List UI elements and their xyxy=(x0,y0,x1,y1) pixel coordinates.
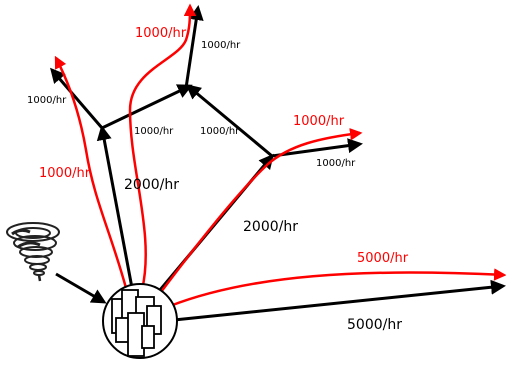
label-black-mid-right: 1000/hr xyxy=(200,126,240,137)
edge-hazard-to-origin xyxy=(55,272,107,304)
edge-top-junction-to-top xyxy=(184,5,204,89)
evac-path-bottom-right xyxy=(169,268,506,308)
label-black-top: 1000/hr xyxy=(201,40,241,51)
label-black-right-upper: 1000/hr xyxy=(316,158,356,169)
edge-origin-to-left-junction xyxy=(96,125,134,289)
evac-path-top xyxy=(128,3,197,291)
edge-right-junction-to-top-junction xyxy=(185,84,273,158)
label-black-mid-left: 1000/hr xyxy=(134,126,174,137)
edge-right-junction-to-right xyxy=(271,138,363,158)
label-black-center: 2000/hr xyxy=(124,177,179,193)
label-red-left: 1000/hr xyxy=(39,166,91,181)
edge-left-junction-to-upper-left xyxy=(50,67,104,129)
edge-origin-to-far-right xyxy=(173,279,506,322)
label-black-bottom-right: 5000/hr xyxy=(347,317,402,333)
evac-path-right-upper xyxy=(157,128,363,297)
label-red-bottom-right: 5000/hr xyxy=(357,251,409,266)
label-red-right-upper: 1000/hr xyxy=(293,114,345,129)
tornado-icon xyxy=(6,222,60,282)
evac-path-left xyxy=(54,55,128,289)
city-buildings-icon xyxy=(102,283,178,359)
label-red-top: 1000/hr xyxy=(135,26,187,41)
label-black-diagonal: 2000/hr xyxy=(243,219,298,235)
label-black-upper-left: 1000/hr xyxy=(27,95,67,106)
edge-left-junction-to-top-junction xyxy=(101,84,193,130)
